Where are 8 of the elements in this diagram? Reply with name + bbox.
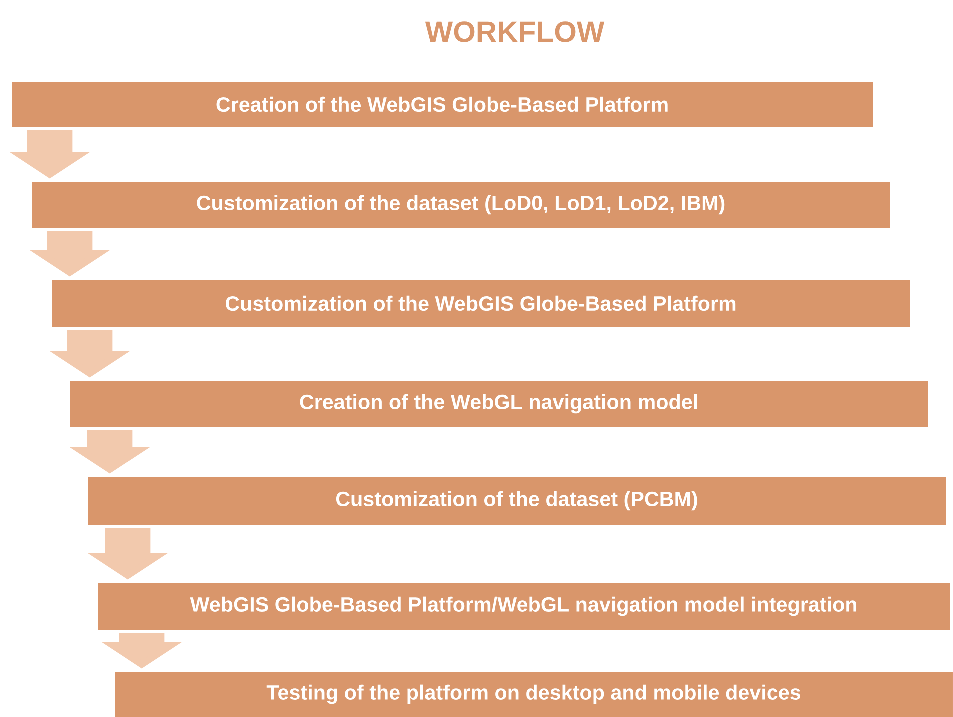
process-box: Customization of the WebGIS Globe-Based Platform <box>52 280 910 327</box>
process-box: Creation of the WebGIS Globe-Based Platform <box>12 82 873 127</box>
process-box: Testing of the platform on desktop and mobile devices <box>115 672 953 717</box>
process-box: Customization of the dataset (PCBM) <box>88 477 946 525</box>
process-box: Creation of the WebGL navigation model <box>70 381 928 427</box>
title: WORKFLOW <box>425 22 605 42</box>
process-box: Customization of the dataset (LoD0, LoD1, LoD2, IBM) <box>32 182 890 228</box>
process-box: WebGIS Globe-Based Platform/WebGL navigation model integration <box>98 583 950 630</box>
